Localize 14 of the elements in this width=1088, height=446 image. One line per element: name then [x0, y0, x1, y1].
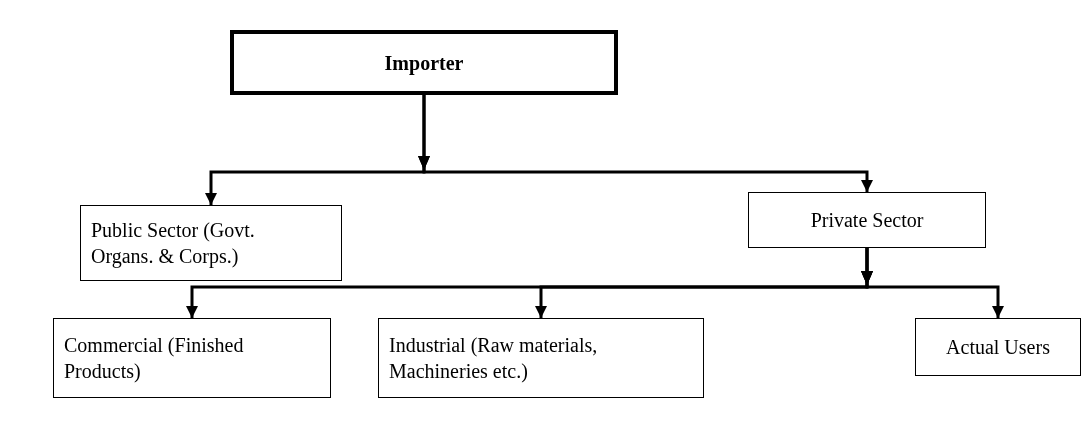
category-box	[378, 318, 704, 398]
arrow	[861, 248, 1004, 318]
node-label: Actual Users	[946, 335, 1050, 360]
category-box	[80, 205, 342, 281]
node-label: Importer	[384, 50, 464, 76]
node-label: Private Sector	[810, 208, 924, 233]
node-label: Commercial (Finished Products)	[64, 333, 245, 384]
node-label: Public Sector (Govt. Organs. & Corps.)	[91, 218, 256, 269]
category-box	[748, 192, 986, 248]
arrow	[418, 95, 873, 192]
category-box	[915, 318, 1081, 376]
node-label: Industrial (Raw materials, Machineries etc.)	[389, 333, 599, 384]
root-box	[230, 30, 618, 95]
category-box	[53, 318, 331, 398]
